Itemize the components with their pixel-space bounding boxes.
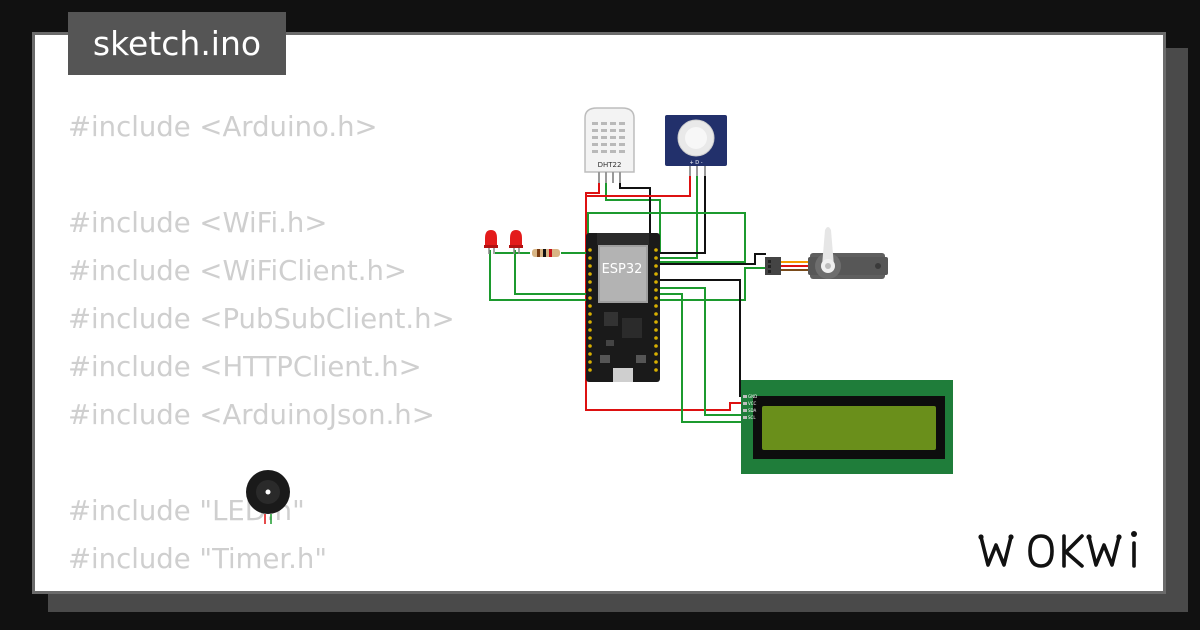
esp32-board: ESP32 <box>586 233 660 382</box>
wire-led2 <box>514 250 588 295</box>
wire-dht-data <box>605 183 661 253</box>
lcd-pin-vcc: VCC <box>748 401 757 406</box>
servo-motor <box>765 227 888 279</box>
dht22-sensor: DHT22 <box>584 107 635 183</box>
red-led-1 <box>484 230 498 254</box>
wire-dht-vcc <box>585 183 742 411</box>
wire-servo-vcc <box>660 267 766 301</box>
wire-lcd-gnd <box>660 279 747 397</box>
pir-label: + D - <box>689 160 702 166</box>
esp32-pins-left <box>588 248 592 372</box>
code-line: #include <WiFiClient.h> <box>68 255 407 287</box>
wire-lcd-sda <box>660 287 747 416</box>
dht22-grille <box>592 122 625 153</box>
lcd-display: GND VCC SDA SCL <box>741 380 953 474</box>
code-line: #include <WiFi.h> <box>68 207 328 239</box>
wire-pir-gnd <box>660 166 706 254</box>
lcd-pin-scl: SCL <box>748 415 756 420</box>
dht22-label: DHT22 <box>598 161 622 169</box>
code-line: #include <PubSubClient.h> <box>68 303 455 335</box>
wire-lcd-scl <box>660 293 747 423</box>
esp32-pins-right <box>654 248 658 372</box>
wire-pir-vcc <box>585 166 691 250</box>
circuit-diagram: DHT22 + D - <box>246 107 953 524</box>
red-led-2 <box>509 230 523 254</box>
code-line: #include <HTTPClient.h> <box>68 351 422 383</box>
code-line: #include "Timer.h" <box>68 543 327 575</box>
wire-servo-gnd <box>660 253 766 265</box>
wire-dht-gnd <box>619 183 651 252</box>
wokwi-logo[interactable] <box>975 525 1150 577</box>
buzzer <box>246 470 290 524</box>
resistor <box>532 249 560 257</box>
code-preview: #include <Arduino.h> #include <WiFi.h> #in… <box>68 103 455 591</box>
code-line: #include <ArduinoJson.h> <box>68 399 435 431</box>
preview-card: #include <Arduino.h> #include <WiFi.h> #in… <box>32 32 1166 594</box>
esp32-label: ESP32 <box>602 262 643 277</box>
lcd-pin-gnd: GND <box>748 394 757 399</box>
file-tab[interactable]: sketch.ino <box>68 12 286 75</box>
wire-servo-signal <box>587 212 746 263</box>
wire-led1 <box>489 250 588 301</box>
pir-sensor: + D - <box>665 115 727 176</box>
code-line: #include <Arduino.h> <box>68 111 378 143</box>
wire-pir-data <box>660 166 698 259</box>
code-line: #include "LED.h" <box>68 495 305 527</box>
lcd-pin-sda: SDA <box>748 408 757 413</box>
